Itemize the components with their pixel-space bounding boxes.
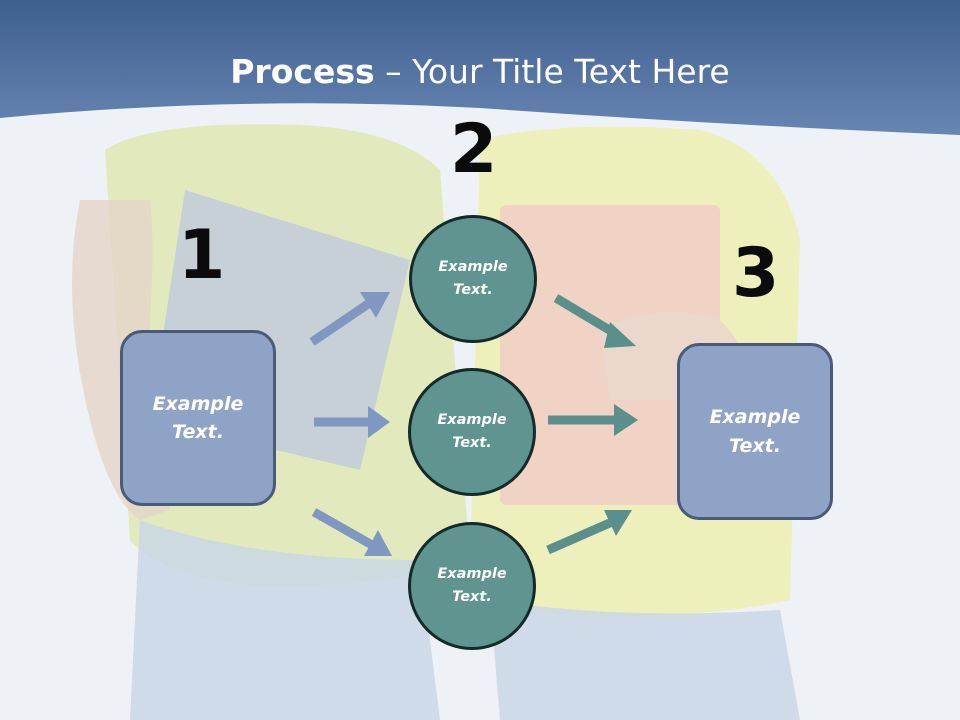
circle-top-line2: Text. — [453, 282, 493, 298]
circle-bottom-line1: Example — [437, 565, 507, 582]
header-banner — [0, 0, 960, 135]
circle-bottom-line2: Text. — [452, 589, 492, 605]
right-text-box[interactable]: Example Text. — [677, 343, 833, 520]
left-box-line1: Example — [152, 392, 244, 415]
circle-middle-line1: Example — [437, 411, 507, 428]
circle-middle[interactable]: Example Text. — [408, 368, 536, 496]
circle-top[interactable]: Example Text. — [409, 215, 537, 343]
right-box-line1: Example — [709, 406, 801, 428]
left-text-box[interactable]: Example Text. — [120, 330, 276, 506]
title-rest: – Your Title Text Here — [374, 52, 730, 91]
circle-middle-line2: Text. — [452, 435, 492, 451]
circle-top-line1: Example — [438, 258, 508, 275]
step-number-1: 1 — [178, 216, 226, 295]
page-title: Process – Your Title Text Here — [0, 52, 960, 91]
left-box-line2: Text. — [172, 421, 224, 443]
step-number-2: 2 — [450, 110, 498, 189]
step-number-3: 3 — [732, 234, 780, 313]
circle-bottom[interactable]: Example Text. — [408, 522, 536, 650]
title-strong: Process — [230, 52, 375, 91]
right-box-line2: Text. — [729, 434, 781, 457]
